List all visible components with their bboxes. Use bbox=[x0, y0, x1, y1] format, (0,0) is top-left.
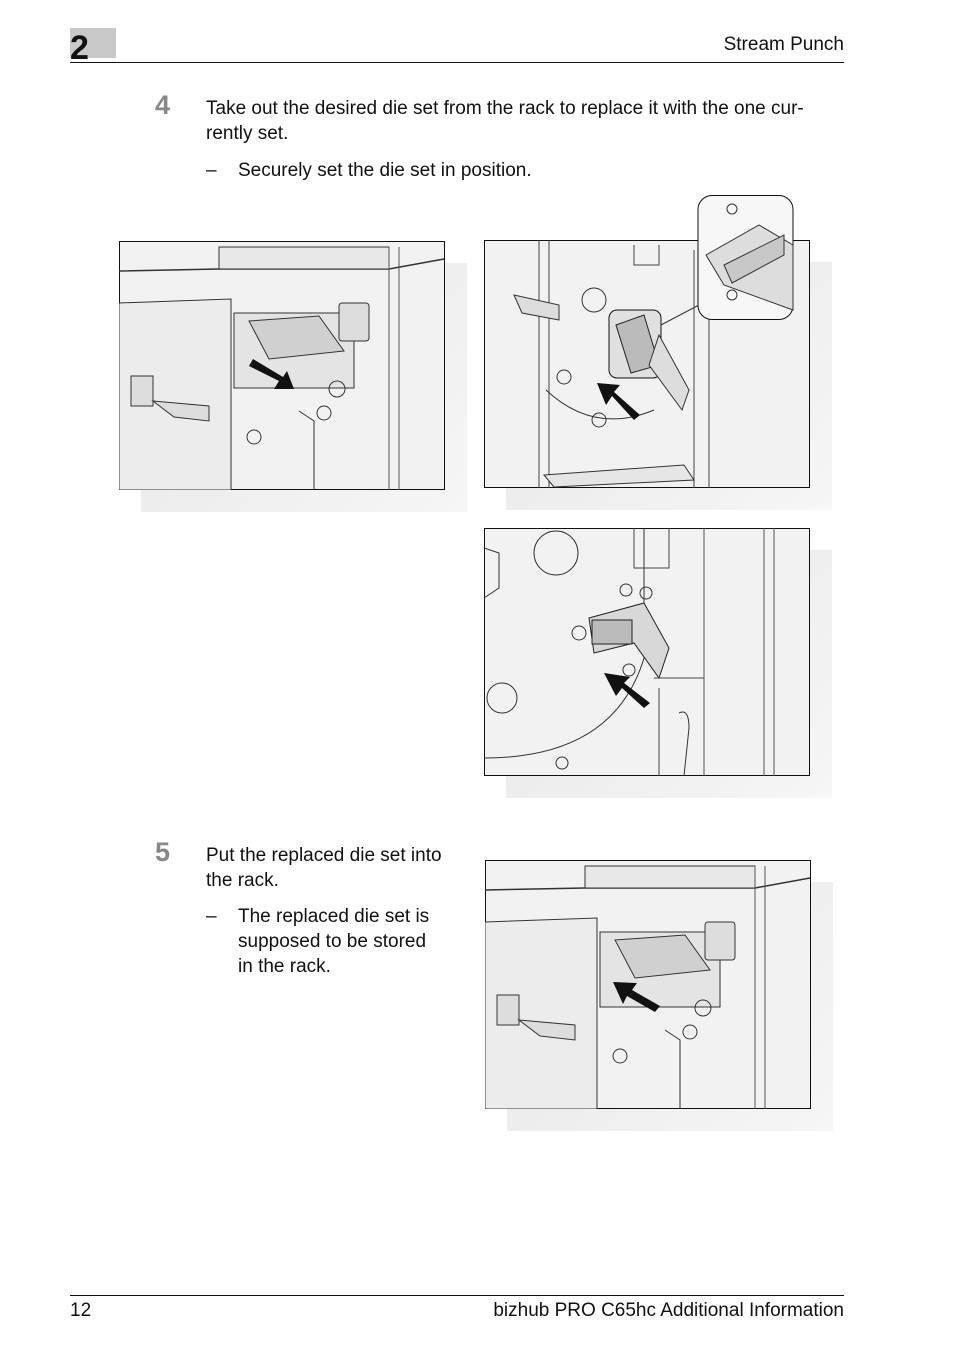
chapter-tab bbox=[70, 28, 116, 58]
page-number: 12 bbox=[70, 1300, 92, 1321]
step-5-subnote-line-2: supposed to be stored bbox=[238, 931, 427, 952]
step-4-number: 4 bbox=[155, 90, 171, 120]
chapter-number: 2 bbox=[70, 29, 89, 67]
header-title: Stream Punch bbox=[723, 34, 844, 55]
step-5-subnote-line-3: in the rack. bbox=[238, 956, 331, 977]
figure-store-die-set bbox=[485, 860, 833, 1131]
dash-bullet: – bbox=[206, 906, 217, 927]
step-5-line-2: the rack. bbox=[206, 870, 279, 891]
step-5-number: 5 bbox=[155, 837, 171, 867]
step-4-line-1: Take out the desired die set from the ra… bbox=[206, 98, 804, 119]
step-5-subnote-line-1: The replaced die set is bbox=[238, 906, 430, 927]
figure-remove-die-set bbox=[119, 241, 467, 512]
step-4-subnote: – Securely set the die set in position. bbox=[206, 158, 806, 184]
step-5-text: Put the replaced die set into the rack. bbox=[206, 843, 442, 893]
step-4-line-2: rently set. bbox=[206, 123, 289, 144]
footer-rule bbox=[70, 1295, 844, 1296]
figure-install-die-set bbox=[484, 195, 832, 510]
dash-bullet: – bbox=[206, 160, 217, 181]
step-5-subnote-text: The replaced die set is supposed to be s… bbox=[238, 904, 429, 979]
header-rule bbox=[70, 62, 844, 63]
step-4-subnote-text: Securely set the die set in position. bbox=[238, 160, 532, 181]
figure-die-set-closeup bbox=[484, 528, 832, 798]
footer-doc-title: bizhub PRO C65hc Additional Information bbox=[493, 1300, 844, 1321]
step-5-line-1: Put the replaced die set into bbox=[206, 845, 442, 866]
step-4-text: Take out the desired die set from the ra… bbox=[206, 96, 804, 146]
step-5-subnote: – The replaced die set is supposed to be… bbox=[206, 904, 466, 984]
